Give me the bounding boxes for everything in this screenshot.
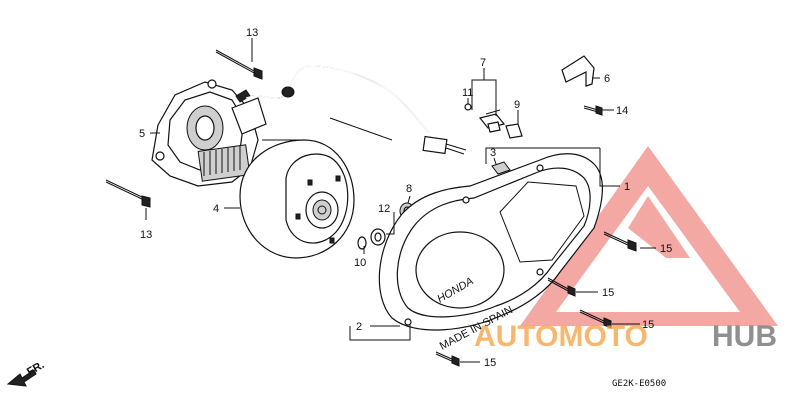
callout-4: 4	[213, 203, 219, 215]
diagram-code: GE2K-E0500	[612, 379, 666, 389]
callout-13-lower: 13	[140, 229, 152, 241]
bolt-13-lower	[105, 179, 151, 208]
callout-10: 10	[354, 257, 366, 269]
callout-8: 8	[406, 183, 412, 195]
callout-15-b: 15	[602, 287, 614, 299]
callout-15-c: 15	[642, 319, 654, 331]
callout-2: 2	[356, 321, 362, 333]
front-arrow-icon	[6, 369, 37, 387]
callout-13-top: 13	[246, 27, 258, 39]
bolt-13-top	[215, 49, 263, 80]
bolt-15-c	[579, 309, 612, 329]
callout-1: 1	[624, 181, 630, 193]
callouts: 13 13 5 4 7 11 9 6 14 3 1 8 12 10 2 15 1…	[139, 27, 672, 369]
part-3	[491, 161, 511, 175]
callout-15-a: 15	[660, 243, 672, 255]
front-direction-label: FR.	[25, 359, 46, 378]
watermark-logo: AUTOMOTO HUB	[474, 320, 777, 353]
nut-washer	[357, 228, 386, 250]
callout-3: 3	[490, 147, 496, 159]
watermark-triangle	[520, 146, 778, 326]
callout-6: 6	[604, 73, 610, 85]
watermark-brand-a: AUTOMOTO	[474, 320, 648, 353]
callout-11: 11	[462, 87, 473, 99]
callout-12: 12	[378, 203, 390, 215]
screw-14	[583, 105, 603, 116]
crankcase-cover: HONDA MADE IN SPAIN	[378, 153, 603, 353]
bracket-6	[561, 55, 595, 87]
bolt-15-b	[547, 277, 576, 297]
leader-lines	[145, 38, 656, 363]
callout-7: 7	[480, 57, 486, 69]
callout-14: 14	[616, 105, 628, 117]
bolt-15-d	[435, 351, 460, 367]
callout-15-d: 15	[484, 357, 496, 369]
bolt-15-a	[603, 231, 637, 252]
front-direction-indicator: FR.	[6, 359, 46, 387]
wire-harness	[245, 65, 467, 155]
flywheel-rotor	[239, 139, 355, 259]
stator-assembly	[151, 79, 267, 187]
callout-9: 9	[514, 99, 520, 111]
callout-5: 5	[139, 128, 145, 140]
watermark-brand-b: HUB	[712, 320, 777, 353]
